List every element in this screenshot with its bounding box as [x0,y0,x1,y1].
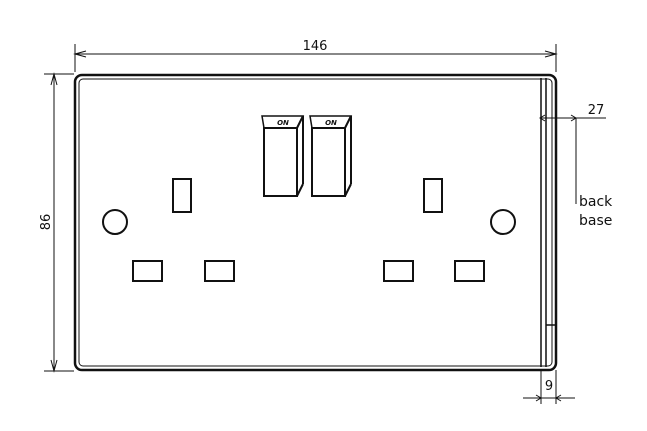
back-base-note-line1: back [579,194,613,210]
right-neutral-pin-slot [454,260,485,282]
left-switch-on-label: ON [277,119,289,127]
height-dimension [44,72,74,373]
width-dimension-label: 146 [303,39,328,54]
left-socket-outlet [102,178,235,282]
right-socket-outlet [383,178,516,282]
right-screw-hole [490,209,516,235]
right-earth-pin-slot [423,178,443,213]
depth-dimension [539,114,606,204]
right-switch-on-label: ON [325,119,337,127]
back-base-note-line2: base [579,213,612,229]
front-depth-dimension [523,370,575,404]
depth-dimension-label: 27 [588,103,605,118]
left-earth-pin-slot [172,178,192,213]
front-depth-dimension-label: 9 [545,379,553,394]
left-rocker-switch[interactable] [261,115,305,197]
back-base-profile [540,78,556,367]
socket-faceplate [73,73,558,372]
right-live-pin-slot [383,260,414,282]
left-screw-hole [102,209,128,235]
left-live-pin-slot [132,260,163,282]
left-neutral-pin-slot [204,260,235,282]
height-dimension-label: 86 [39,214,54,231]
width-dimension [73,44,558,72]
right-rocker-switch[interactable] [309,115,353,197]
